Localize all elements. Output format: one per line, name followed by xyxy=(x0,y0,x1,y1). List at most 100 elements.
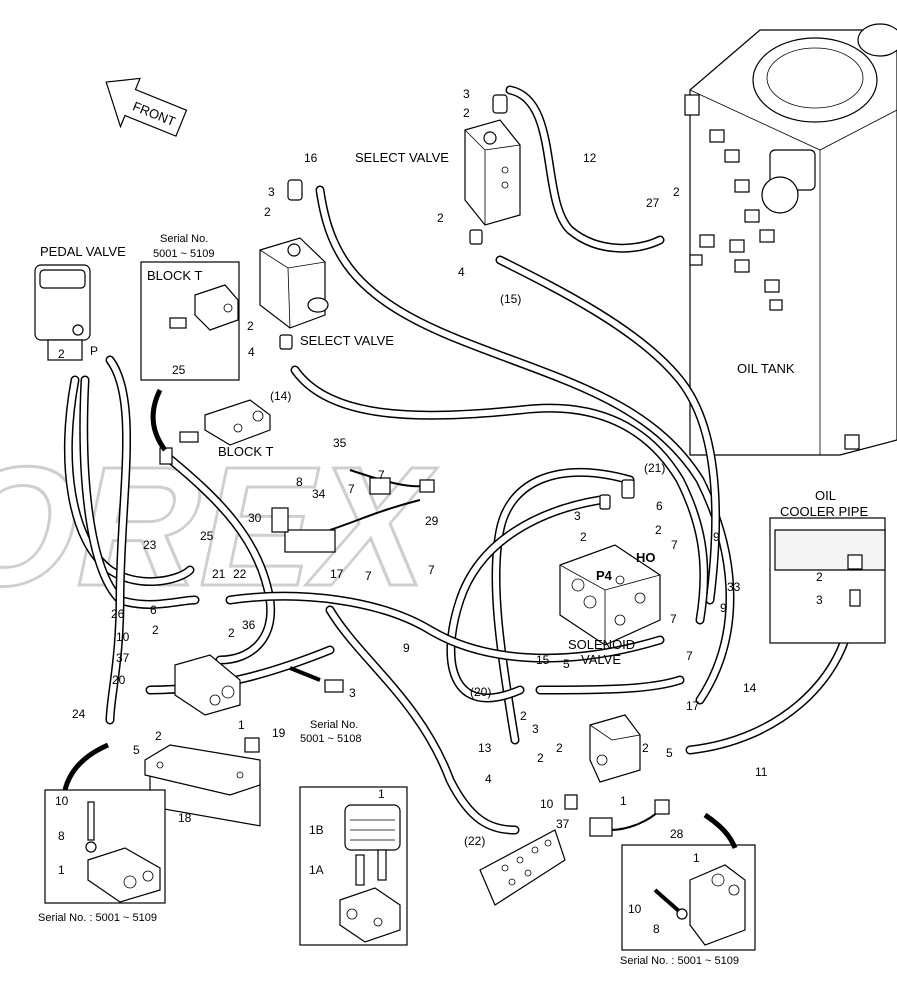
select-valve-top-label: SELECT VALVE xyxy=(355,150,449,165)
callout-7: 7 xyxy=(671,538,678,552)
callout-2: 2 xyxy=(642,741,649,755)
callout-4: 4 xyxy=(248,345,255,359)
solenoid-label-1: SOLENOID xyxy=(568,637,635,652)
callout-9: 9 xyxy=(713,530,720,544)
oil-tank xyxy=(684,23,897,456)
callout-7: 7 xyxy=(670,612,677,626)
callout-1a: 1A xyxy=(309,863,324,877)
callout-18: 18 xyxy=(178,811,192,825)
watermark: OREX xyxy=(0,432,450,622)
callout-14: 14 xyxy=(743,681,757,695)
callout-29: 29 xyxy=(425,514,439,528)
callout-37: 37 xyxy=(116,651,130,665)
bracket-18 xyxy=(144,744,261,796)
callout-1: 1 xyxy=(693,851,700,865)
callout-15: 15 xyxy=(536,653,550,667)
select-valve-top xyxy=(464,94,521,245)
callout-19: 19 xyxy=(272,726,286,740)
pointer-arrows xyxy=(62,388,738,849)
callout-7: 7 xyxy=(428,563,435,577)
pedal-valve xyxy=(34,264,91,361)
block-t-inset-label: BLOCK T xyxy=(147,268,202,283)
callout-p21: (21) xyxy=(644,461,665,475)
callout-1: 1 xyxy=(238,718,245,732)
callout-5: 5 xyxy=(666,746,673,760)
callout-3: 3 xyxy=(574,509,581,523)
callout-5: 5 xyxy=(133,743,140,757)
pedal-valve-label: PEDAL VALVE xyxy=(40,244,126,259)
callout-13: 13 xyxy=(478,741,492,755)
callouts: 3 2 12 2 4 (15) 16 3 2 2 4 (14) 25 2 27 … xyxy=(55,87,823,936)
wiring-harness xyxy=(271,469,435,553)
callout-11: 11 xyxy=(755,765,768,779)
front-arrow: FRONT xyxy=(105,77,188,137)
callout-p20: (20) xyxy=(470,685,491,699)
callout-36: 36 xyxy=(242,618,256,632)
block-t-label: BLOCK T xyxy=(218,444,273,459)
callout-7: 7 xyxy=(686,649,693,663)
port-p-label: P xyxy=(90,344,98,358)
callout-p14: (14) xyxy=(270,389,291,403)
callout-2: 2 xyxy=(264,205,271,219)
callout-25: 25 xyxy=(172,363,186,377)
callout-12: 12 xyxy=(583,151,597,165)
solenoid-valve xyxy=(559,479,661,646)
callout-2: 2 xyxy=(437,211,444,225)
callout-9: 9 xyxy=(403,641,410,655)
callout-4: 4 xyxy=(485,772,492,786)
callout-2: 2 xyxy=(537,751,544,765)
callout-2: 2 xyxy=(58,347,65,361)
inset-serial-line1: Serial No. xyxy=(160,233,208,245)
callout-21: 21 xyxy=(212,567,226,581)
solenoid-detail-inset xyxy=(299,786,408,946)
callout-10: 10 xyxy=(628,902,642,916)
serial-inset-right-label: Serial No. : 5001 ~ 5109 xyxy=(620,955,739,967)
callout-8: 8 xyxy=(653,922,660,936)
callout-2: 2 xyxy=(463,106,470,120)
callout-2: 2 xyxy=(655,523,662,537)
select-valve-mid-label: SELECT VALVE xyxy=(300,333,394,348)
block-t-inset-part xyxy=(169,284,239,331)
callout-2: 2 xyxy=(520,709,527,723)
callout-22: 22 xyxy=(233,567,247,581)
callout-3: 3 xyxy=(268,185,275,199)
callout-17: 17 xyxy=(330,567,344,581)
callout-8: 8 xyxy=(58,829,65,843)
callout-1b: 1B xyxy=(309,823,324,837)
port-p4-label: P4 xyxy=(596,568,613,583)
oil-cooler-label-1: OIL xyxy=(815,488,836,503)
callout-28: 28 xyxy=(670,827,684,841)
callout-35: 35 xyxy=(333,436,347,450)
callout-9: 9 xyxy=(720,601,727,615)
callout-2: 2 xyxy=(152,623,159,637)
serial-note-mid xyxy=(324,679,344,693)
callout-26: 26 xyxy=(111,607,125,621)
callout-2: 2 xyxy=(580,530,587,544)
serial-mid-line2: 5001 ~ 5108 xyxy=(300,733,361,745)
oil-cooler-label-2: COOLER PIPE xyxy=(780,504,868,519)
callout-10: 10 xyxy=(116,630,130,644)
callout-30: 30 xyxy=(248,511,262,525)
select-valve-mid xyxy=(259,179,329,350)
callout-3: 3 xyxy=(816,593,823,607)
callout-1: 1 xyxy=(58,863,65,877)
callout-25: 25 xyxy=(200,529,214,543)
callout-3: 3 xyxy=(532,722,539,736)
control-valve-right xyxy=(564,714,641,810)
callout-34: 34 xyxy=(312,487,326,501)
serial-inset-left-label: Serial No. : 5001 ~ 5109 xyxy=(38,912,157,924)
callout-2: 2 xyxy=(673,185,680,199)
callout-24: 24 xyxy=(72,707,86,721)
callout-2: 2 xyxy=(155,729,162,743)
callout-2: 2 xyxy=(247,319,254,333)
callout-33: 33 xyxy=(727,580,741,594)
callout-20: 20 xyxy=(112,673,126,687)
callout-1: 1 xyxy=(378,787,385,801)
callout-p15: (15) xyxy=(500,292,521,306)
callout-2: 2 xyxy=(556,741,563,755)
callout-2: 2 xyxy=(228,626,235,640)
oil-cooler-inset xyxy=(769,517,886,644)
hoses xyxy=(63,85,855,835)
callout-8: 8 xyxy=(296,475,303,489)
